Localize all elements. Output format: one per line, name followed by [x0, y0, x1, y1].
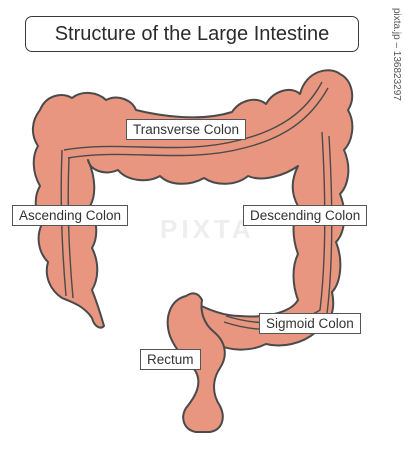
label-descending-colon: Descending Colon — [243, 205, 368, 226]
diagram-title: Structure of the Large Intestine — [25, 16, 359, 52]
label-ascending-colon: Ascending Colon — [12, 205, 129, 226]
ascending-inner-line-2 — [67, 157, 74, 299]
transverse-inner-line — [63, 81, 323, 151]
colon-body — [32, 69, 354, 351]
label-rectum: Rectum — [140, 349, 201, 370]
label-sigmoid-colon: Sigmoid Colon — [259, 313, 361, 334]
transverse-inner-line-2 — [67, 87, 329, 159]
image-credit: pixta.jp – 136823297 — [391, 8, 402, 101]
watermark: PIXTA — [160, 214, 255, 244]
label-transverse-colon: Transverse Colon — [126, 119, 247, 140]
